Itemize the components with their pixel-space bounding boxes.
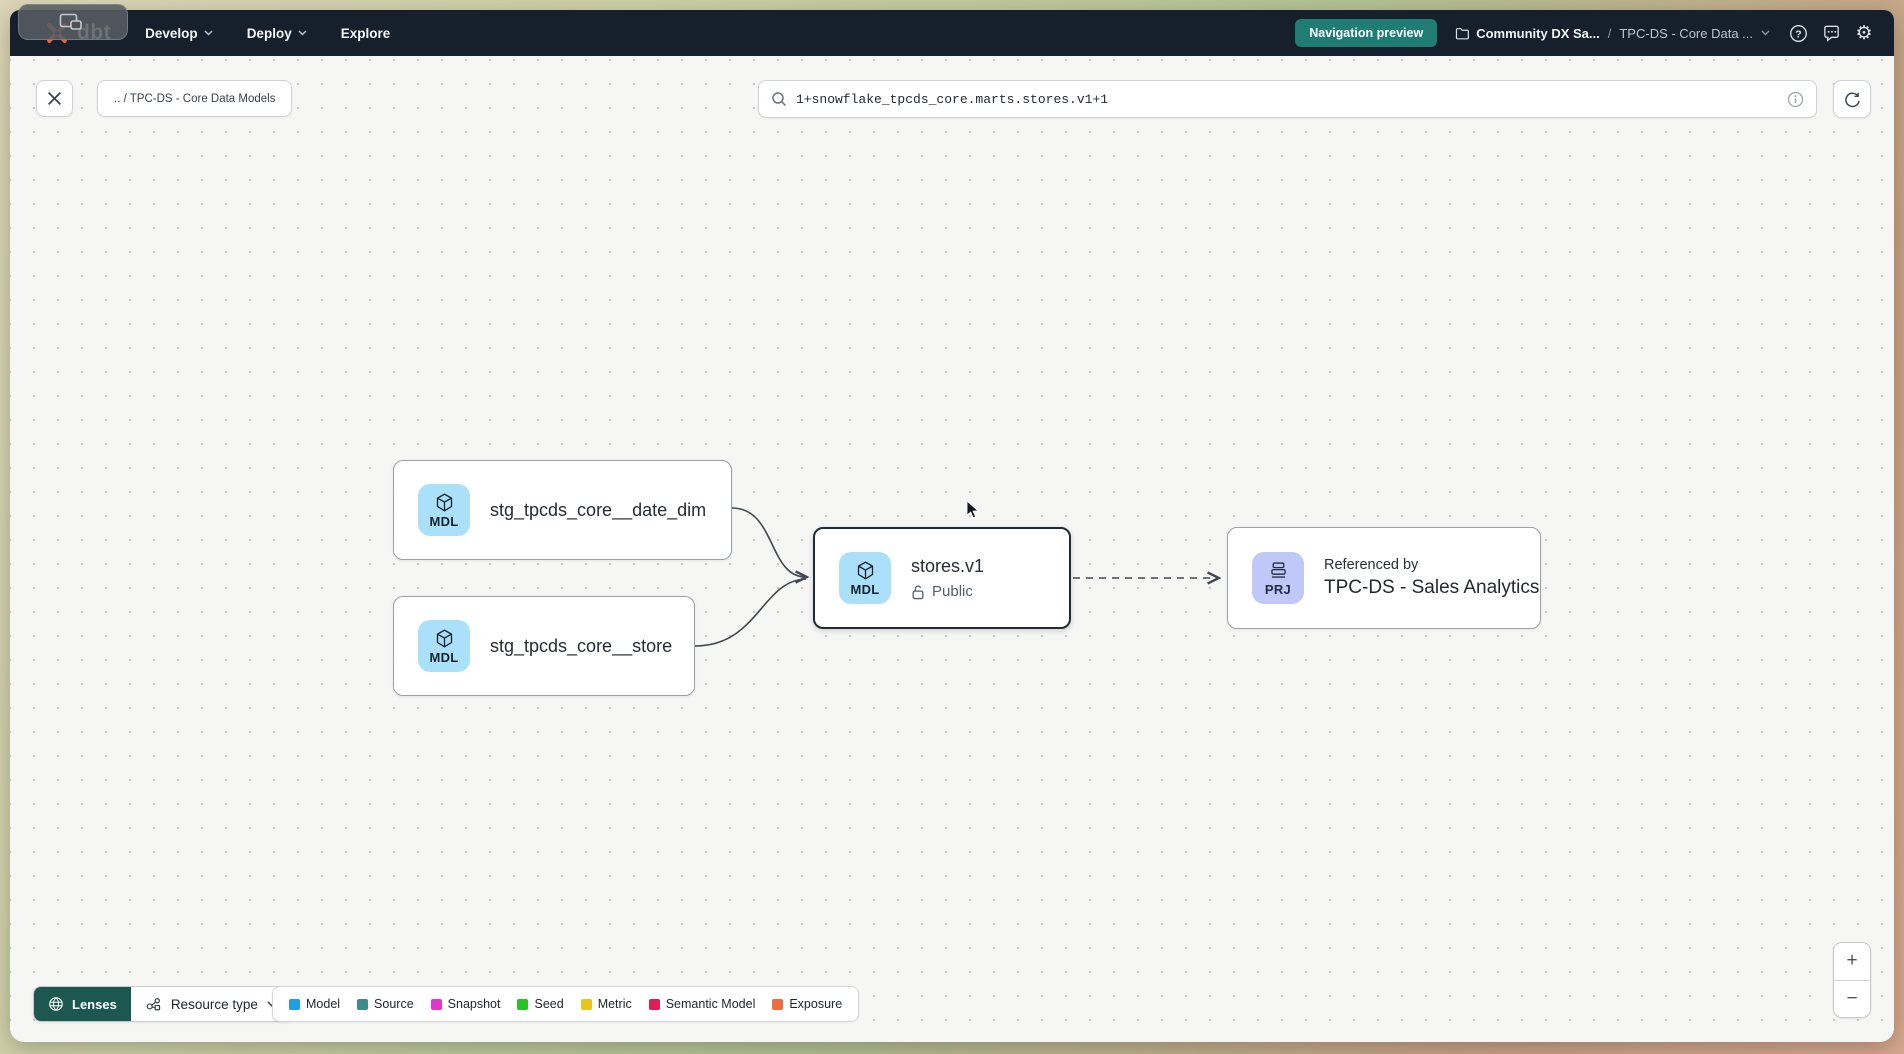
- legend-swatch: [430, 998, 442, 1010]
- help-icon[interactable]: ?: [1788, 23, 1808, 43]
- screen-capture-widget[interactable]: [18, 4, 128, 40]
- legend-item: Source: [357, 997, 414, 1011]
- refresh-icon: [1844, 91, 1861, 108]
- legend-swatch: [648, 998, 660, 1010]
- cube-icon: [855, 560, 876, 581]
- node-label: stg_tpcds_core__store: [490, 635, 673, 656]
- resource-type-legend: Model Source Snapshot Seed Metric Semantic Mo…: [272, 986, 860, 1022]
- lineage-breadcrumb-chip[interactable]: .. / TPC-DS - Core Data Models: [97, 80, 293, 117]
- referenced-by-label: Referenced by: [1324, 557, 1419, 573]
- lock-open-icon: [911, 584, 925, 600]
- main-menu: Develop Deploy Explore: [145, 26, 390, 41]
- cube-icon: [434, 628, 455, 649]
- menu-develop[interactable]: Develop: [145, 26, 213, 41]
- model-badge: MDL: [418, 620, 470, 672]
- legend-swatch: [772, 998, 784, 1010]
- legend-item: Model: [289, 997, 340, 1011]
- node-stores-v1[interactable]: MDL stores.v1 Public: [813, 527, 1071, 629]
- node-label: stores.v1: [911, 556, 985, 576]
- node-stg-tpcds-core-date-dim[interactable]: MDL stg_tpcds_core__date_dim: [393, 460, 732, 560]
- node-access: Public: [911, 583, 984, 600]
- lens-icon: [48, 996, 64, 1012]
- search-icon: [771, 91, 787, 107]
- model-badge: MDL: [839, 552, 891, 604]
- node-referenced-by-project[interactable]: PRJ Referenced by TPC-DS - Sales Analyti…: [1227, 527, 1541, 629]
- refresh-lineage-button[interactable]: [1833, 80, 1871, 118]
- stack-icon: [1268, 560, 1289, 581]
- chevron-down-icon: [298, 30, 307, 36]
- lineage-canvas[interactable]: .. / TPC-DS - Core Data Models MDL: [10, 56, 1894, 1042]
- window-capture-icon: [59, 13, 83, 31]
- zoom-in-button[interactable]: +: [1834, 943, 1870, 980]
- node-stg-tpcds-core-store[interactable]: MDL stg_tpcds_core__store: [393, 596, 695, 696]
- legend-swatch: [517, 998, 529, 1010]
- settings-gear-icon[interactable]: ⚙: [1855, 22, 1873, 44]
- zoom-controls: + −: [1833, 942, 1871, 1018]
- lineage-search-bar: [758, 80, 1817, 118]
- info-icon[interactable]: [1787, 91, 1804, 108]
- menu-deploy[interactable]: Deploy: [247, 26, 307, 41]
- breadcrumb-separator: /: [1607, 25, 1612, 41]
- menu-explore[interactable]: Explore: [340, 25, 391, 41]
- breadcrumb: .. / TPC-DS - Core Data Models: [114, 92, 276, 105]
- legend-swatch: [357, 998, 369, 1010]
- folder-icon: [1455, 27, 1470, 40]
- cube-icon: [434, 492, 455, 513]
- lenses-button[interactable]: Lenses: [34, 987, 131, 1021]
- mouse-cursor: [965, 500, 983, 520]
- search-input[interactable]: [796, 91, 1778, 107]
- node-label: stg_tpcds_core__date_dim: [490, 499, 707, 520]
- breadcrumb-page[interactable]: TPC-DS - Core Data ...: [1619, 25, 1753, 41]
- legend-item: Semantic Model: [648, 997, 755, 1011]
- svg-text:?: ?: [1795, 29, 1801, 40]
- navigation-preview-button[interactable]: Navigation preview: [1295, 19, 1438, 47]
- close-icon: [47, 91, 62, 106]
- resource-type-dropdown[interactable]: Resource type: [130, 987, 292, 1021]
- graph-nodes-icon: [145, 996, 162, 1013]
- legend-item: Exposure: [772, 997, 842, 1011]
- zoom-out-button[interactable]: −: [1834, 980, 1870, 1017]
- project-badge: PRJ: [1252, 552, 1304, 604]
- breadcrumb-project[interactable]: Community DX Sa...: [1455, 26, 1600, 41]
- chevron-down-icon[interactable]: [1761, 30, 1770, 36]
- close-lineage-button[interactable]: [36, 80, 73, 117]
- legend-item: Metric: [580, 997, 632, 1011]
- app-window: dbt Develop Deploy Explore Navigation pr…: [10, 10, 1894, 1042]
- legend-swatch: [289, 998, 300, 1010]
- feedback-chat-icon[interactable]: [1821, 23, 1841, 43]
- account-breadcrumb: Community DX Sa... / TPC-DS - Core Data …: [1455, 26, 1770, 41]
- model-badge: MDL: [418, 484, 470, 536]
- top-navbar: dbt Develop Deploy Explore Navigation pr…: [10, 10, 1894, 56]
- legend-swatch: [580, 998, 592, 1010]
- legend-item: Seed: [517, 997, 564, 1011]
- chevron-down-icon: [204, 30, 213, 36]
- legend-item: Snapshot: [430, 997, 500, 1011]
- divider: [1834, 979, 1870, 981]
- node-label: TPC-DS - Sales Analytics: [1324, 577, 1540, 598]
